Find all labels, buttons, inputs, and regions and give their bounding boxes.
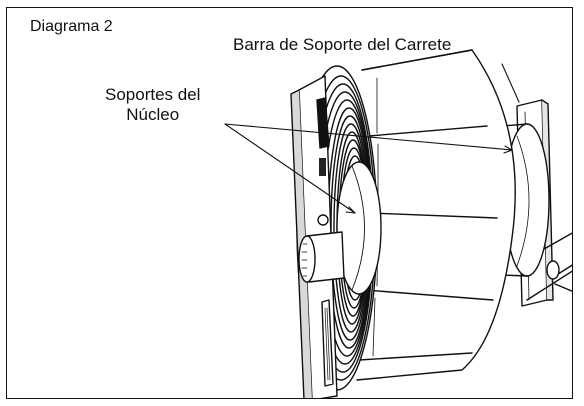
arrowhead-right [503, 145, 513, 154]
arrowhead-left [345, 206, 356, 214]
leader-core-left [224, 123, 356, 214]
diagram-frame: Diagrama 2 Barra de Soporte del Carrete … [6, 7, 573, 399]
leader-spool-bar [501, 63, 520, 103]
leader-core-right [224, 123, 513, 151]
core-supports-line1: Soportes del [105, 85, 201, 104]
core-supports-line2: Núcleo [126, 105, 180, 124]
label-roll-illustration [224, 49, 572, 398]
diagram-title: Diagrama 2 [30, 18, 113, 35]
spool-bar-callout: Barra de Soporte del Carrete [233, 35, 452, 54]
core-tube [336, 161, 382, 295]
label-roll [356, 49, 516, 381]
callout-leaders [224, 63, 520, 214]
core-supports-callout: Soportes del Núcleo [105, 85, 200, 125]
left-core-support [298, 231, 345, 283]
